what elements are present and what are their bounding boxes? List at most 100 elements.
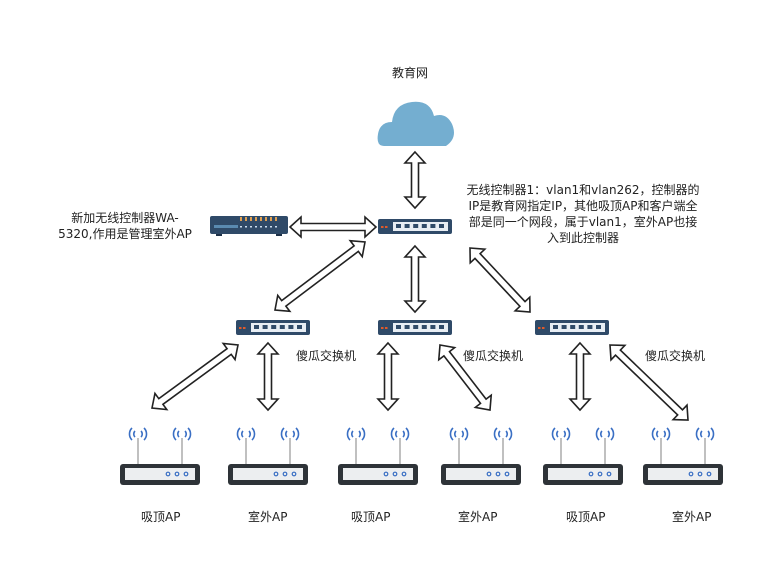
controller-port (245, 226, 247, 228)
ap-panel (446, 468, 516, 480)
ap-label: 吸顶AP (566, 510, 606, 524)
wifi-icon (666, 427, 671, 441)
switch-led (542, 327, 545, 329)
double-arrow (376, 341, 400, 412)
wifi-icon (132, 430, 136, 438)
switch-port (421, 224, 427, 228)
wifi-icon (402, 430, 406, 438)
switch-icon (236, 320, 310, 335)
switch-port (570, 325, 576, 329)
ap-label: 室外AP (458, 510, 498, 524)
double-arrow (403, 150, 427, 210)
controller-led (250, 217, 252, 221)
ap-led (183, 471, 189, 477)
double-arrow (403, 244, 427, 314)
switch-port (271, 325, 277, 329)
wifi-icon (449, 427, 454, 441)
controller1-note: 无线控制器1：vlan1和vlan262，控制器的 IP是教育网指定IP，其他吸… (452, 182, 714, 246)
ap-led (706, 471, 712, 477)
controller-led (265, 217, 267, 221)
wifi-icon (508, 427, 513, 441)
switch-port (396, 325, 401, 329)
wifi-icon (187, 427, 192, 441)
controller-display (214, 225, 238, 228)
wifi-icon (172, 427, 177, 441)
wifi-icon (292, 430, 296, 438)
controller-port (240, 226, 242, 228)
wifi-icon (280, 427, 285, 441)
wifi-icon (599, 430, 603, 438)
wifi-icon (699, 430, 703, 438)
note-line: 无线控制器1：vlan1和vlan262，控制器的 (466, 183, 700, 197)
access-point-icon (543, 427, 623, 485)
ap-led (165, 471, 171, 477)
wifi-icon (651, 427, 656, 441)
controller-led (240, 217, 242, 221)
ap-led (697, 471, 703, 477)
switch-port (421, 325, 427, 329)
wifi-icon (607, 430, 611, 438)
ap-panel (648, 468, 718, 480)
controller2-note: 新加无线控制器WA- 5320,作用是管理室外AP (50, 210, 200, 242)
wifi-icon (695, 427, 700, 441)
note-line: 新加无线控制器WA- (71, 211, 179, 225)
switch-led (381, 327, 384, 329)
ap-label: 室外AP (672, 510, 712, 524)
switch-label: 傻瓜交换机 (645, 349, 706, 363)
ap-led (688, 471, 694, 477)
wifi-icon (453, 430, 457, 438)
note-line: 5320,作用是管理室外AP (58, 227, 192, 241)
controller-led (270, 217, 272, 221)
switch-led (239, 327, 242, 329)
ap-led (588, 471, 594, 477)
switch-port (430, 224, 436, 228)
controller-icon (210, 216, 288, 236)
controller-foot (276, 234, 282, 236)
ap-led (597, 471, 603, 477)
wifi-icon (497, 430, 501, 438)
switch-port (596, 325, 601, 329)
controller-led (260, 217, 262, 221)
wifi-icon (595, 427, 600, 441)
switch-label: 傻瓜交换机 (463, 349, 524, 363)
wifi-icon (361, 427, 366, 441)
switch-port (297, 325, 302, 329)
wifi-icon (563, 430, 567, 438)
wifi-icon (663, 430, 667, 438)
wifi-icon (176, 430, 180, 438)
wifi-icon (140, 430, 144, 438)
wifi-icon (493, 427, 498, 441)
ap-led (504, 471, 510, 477)
double-arrow (274, 239, 366, 313)
note-line: 入到此控制器 (546, 231, 619, 245)
wifi-icon (128, 427, 133, 441)
switch-port (439, 325, 444, 329)
wifi-icon (505, 430, 509, 438)
cloud-icon (377, 101, 454, 146)
cloud-label: 教育网 (392, 66, 429, 80)
switch-led (243, 327, 246, 329)
controller-led (245, 217, 247, 221)
wifi-icon (184, 430, 188, 438)
ap-led (383, 471, 389, 477)
note-line: IP是教育网指定IP，其他吸顶AP和客户端全 (468, 199, 698, 213)
double-arrow (469, 247, 531, 313)
wifi-icon (390, 427, 395, 441)
access-point-icon (643, 427, 723, 485)
switch-port-panel (251, 323, 306, 332)
ap-panel (233, 468, 303, 480)
switch-port (288, 325, 294, 329)
wifi-icon (143, 427, 148, 441)
switch-port (578, 325, 584, 329)
wifi-icon (251, 427, 256, 441)
double-arrow (437, 344, 493, 411)
wifi-icon (295, 427, 300, 441)
access-point-icon (228, 427, 308, 485)
controller-body (210, 216, 288, 234)
switch-port (430, 325, 436, 329)
switch-led (381, 226, 384, 228)
wifi-icon (236, 427, 241, 441)
double-arrow (288, 215, 378, 239)
switch-port-panel (393, 323, 448, 332)
